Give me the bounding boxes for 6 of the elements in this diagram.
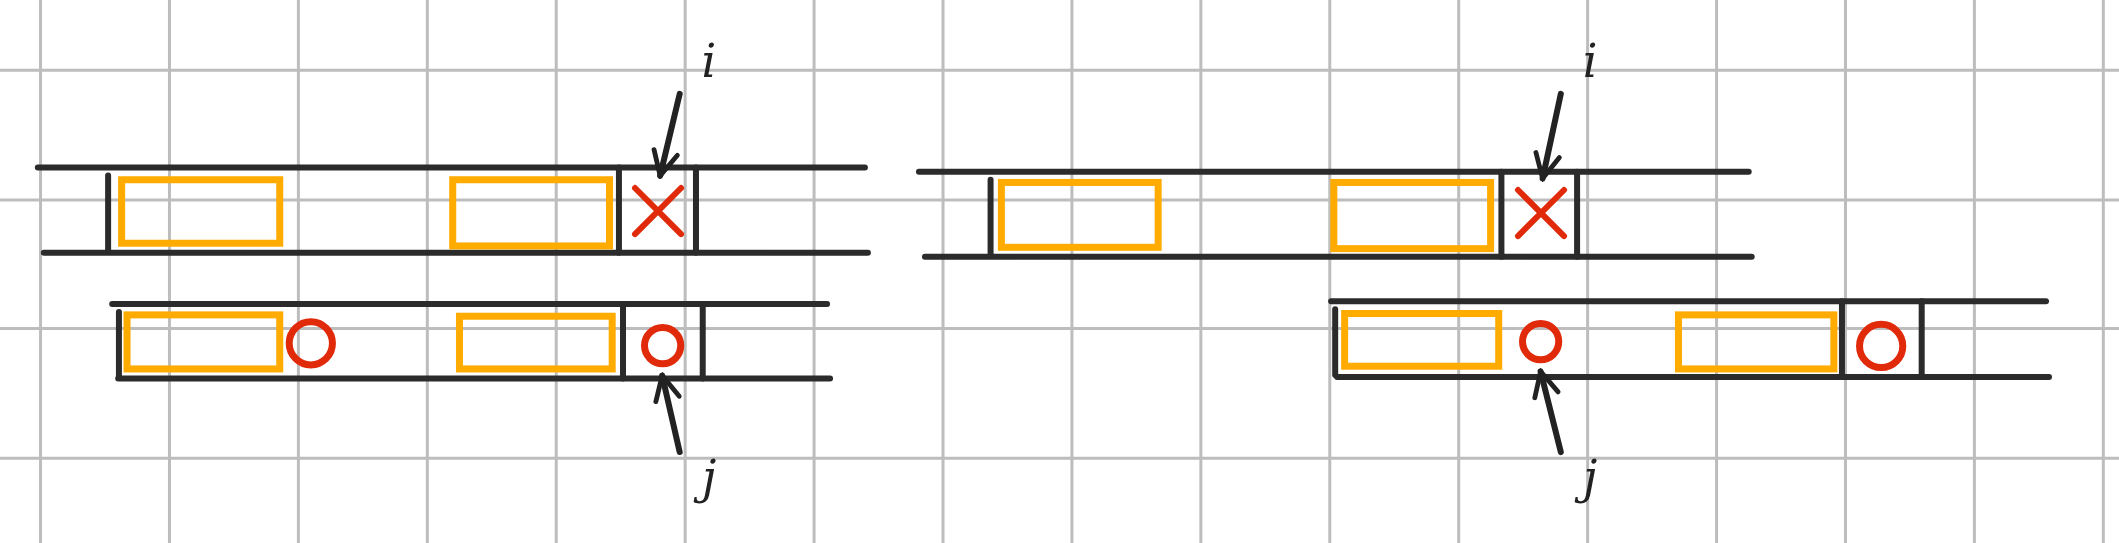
pointer-arrow: [1532, 368, 1564, 456]
pointer-label: i: [700, 37, 717, 84]
pointer-arrow: [653, 372, 683, 456]
pointer-arrow: [1533, 90, 1564, 182]
pointer-arrow: [651, 90, 683, 179]
pointer-label: i: [1581, 37, 1598, 84]
